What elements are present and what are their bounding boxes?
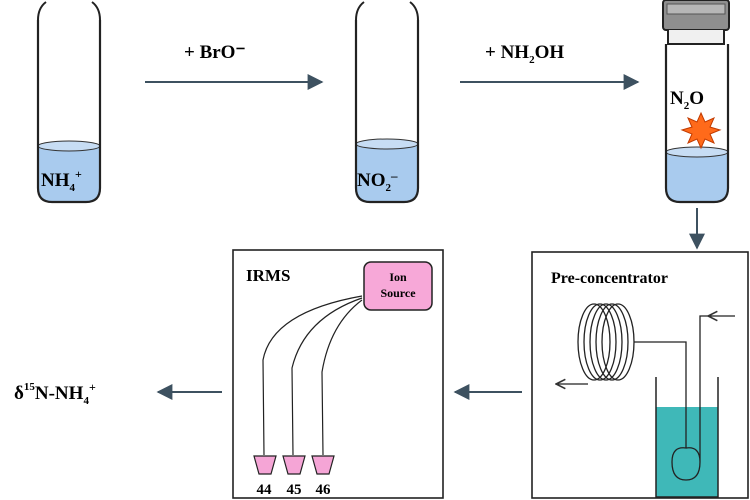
vial-nitrite: NO2–: [354, 1, 420, 204]
vial3-glass: [664, 44, 730, 204]
ion-source: [363, 261, 433, 311]
vial2-label: NO2–: [357, 168, 398, 194]
vial-ammonium: NH4+: [36, 1, 102, 204]
vial1-label: NH4+: [41, 167, 82, 194]
vial-nitrous-oxide: N2O: [662, 0, 730, 204]
ion-source-label-1: Ion: [389, 270, 407, 284]
vial1-liquid: [38, 146, 100, 202]
collector-44-icon: [253, 455, 277, 475]
cryo-bath: [655, 377, 719, 498]
preconcentrator-title: Pre-concentrator: [551, 270, 668, 287]
vial3-label: N2O: [670, 88, 704, 112]
cryo-bath-liquid: [656, 407, 718, 497]
collector-46-icon: [311, 455, 335, 475]
vial2-liquid: [356, 144, 418, 202]
reagent-hydroxylamine: + NH2OH: [485, 42, 564, 66]
spark-icon: [680, 111, 722, 150]
ion-beams: [262, 295, 363, 456]
reagent-hypobromite: + BrO⁻: [184, 42, 246, 63]
collector-45-icon: [282, 455, 306, 475]
vial2-glass: [354, 20, 420, 204]
result-label: δ15N-NH4+: [14, 380, 96, 407]
vial3-liquid: [666, 152, 728, 202]
collector-label: 46: [316, 482, 332, 498]
collector-label: 44: [257, 482, 273, 498]
irms-title: IRMS: [246, 266, 290, 285]
irms-box: IRMS Ion Source 44 45 46: [232, 249, 444, 499]
collector-label: 45: [287, 482, 302, 498]
ion-source-label-2: Source: [380, 286, 416, 300]
vial1-glass: [36, 20, 102, 204]
preconcentrator-box: Pre-concentrator: [531, 251, 749, 499]
cryo-coil: [556, 303, 687, 392]
